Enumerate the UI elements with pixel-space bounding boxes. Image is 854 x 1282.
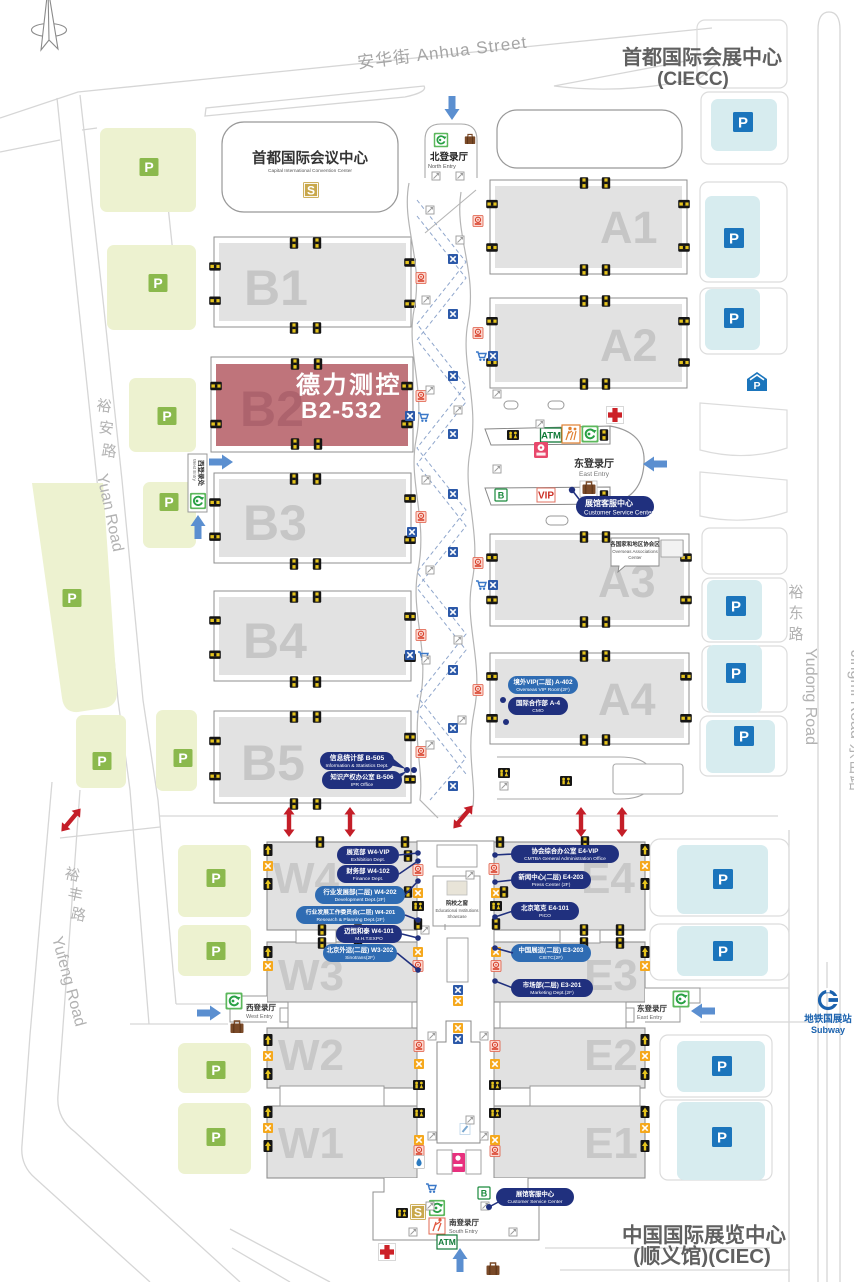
svg-text:CMO: CMO: [532, 708, 544, 714]
svg-text:丰: 丰: [66, 885, 84, 905]
svg-text:Overseas VIP Room(2F): Overseas VIP Room(2F): [516, 687, 570, 693]
svg-text:B2: B2: [240, 381, 304, 437]
svg-text:Overseas Associations: Overseas Associations: [612, 549, 658, 554]
svg-text:Customer Service Center: Customer Service Center: [508, 1199, 563, 1205]
svg-text:Finance Dept.: Finance Dept.: [353, 876, 383, 882]
svg-text:知识产权办公室 B-506: 知识产权办公室 B-506: [330, 772, 394, 781]
svg-text:East Entry: East Entry: [637, 1015, 663, 1021]
svg-text:行业发展工作委员会(二层) W4-201: 行业发展工作委员会(二层) W4-201: [305, 908, 396, 916]
svg-text:Exhibition Dept.: Exhibition Dept.: [351, 857, 385, 863]
svg-text:Sinotrans(2F): Sinotrans(2F): [345, 955, 375, 961]
svg-text:West Entry: West Entry: [246, 1014, 273, 1020]
svg-text:Research & Planning Dept.(2F): Research & Planning Dept.(2F): [317, 917, 385, 923]
svg-text:CIETC(2F): CIETC(2F): [539, 955, 563, 961]
svg-text:北京笔克 E4-101: 北京笔克 E4-101: [521, 903, 569, 912]
svg-text:Marketing Dept.(2F): Marketing Dept.(2F): [530, 990, 574, 996]
svg-text:展馆客服中心: 展馆客服中心: [584, 498, 633, 508]
svg-text:裕: 裕: [63, 865, 81, 885]
svg-text:W2: W2: [278, 1031, 344, 1080]
svg-text:M.H.T.EXPO: M.H.T.EXPO: [355, 936, 383, 942]
svg-text:展览部 W4-VIP: 展览部 W4-VIP: [347, 847, 391, 856]
svg-text:首都国际会议中心: 首都国际会议中心: [252, 149, 368, 167]
svg-text:地铁国展站: 地铁国展站: [804, 1013, 852, 1025]
svg-text:E1: E1: [584, 1119, 638, 1168]
svg-text:各国家和地区协会区: 各国家和地区协会区: [609, 540, 660, 548]
svg-text:首都国际会展中心: 首都国际会展中心: [622, 45, 782, 69]
svg-text:Educational Institutions: Educational Institutions: [435, 908, 478, 913]
svg-text:西登录处: 西登录处: [197, 460, 206, 487]
svg-text:东登录厅: 东登录厅: [574, 457, 614, 470]
svg-text:Press Center (2F): Press Center (2F): [532, 882, 571, 888]
svg-text:East Entry: East Entry: [579, 471, 610, 478]
svg-text:北京外运(二层) W3-202: 北京外运(二层) W3-202: [327, 945, 394, 954]
svg-text:裕: 裕: [95, 397, 112, 416]
svg-text:Information & Statistics Dept.: Information & Statistics Dept.: [325, 763, 388, 769]
svg-text:南登录厅: 南登录厅: [449, 1217, 479, 1227]
svg-text:(CIECC): (CIECC): [657, 69, 729, 90]
svg-text:信息统计部 B-505: 信息统计部 B-505: [330, 753, 385, 762]
svg-text:Yudong Road: Yudong Road: [802, 648, 819, 745]
svg-text:B2-532: B2-532: [301, 397, 382, 423]
svg-text:Jingmi Road 京密路: Jingmi Road 京密路: [847, 650, 854, 791]
svg-text:中国国际展览中心: 中国国际展览中心: [622, 1223, 786, 1247]
svg-text:新闻中心(二层) E4-203: 新闻中心(二层) E4-203: [519, 872, 584, 881]
svg-text:行业发展部(二层) W4-202: 行业发展部(二层) W4-202: [322, 887, 397, 896]
svg-text:东登录厅: 东登录厅: [637, 1003, 667, 1013]
svg-text:境外VIP(二层) A-402: 境外VIP(二层) A-402: [513, 677, 573, 686]
svg-text:Subway: Subway: [811, 1025, 845, 1035]
svg-text:A4: A4: [598, 674, 656, 725]
svg-text:E3: E3: [584, 951, 638, 1000]
svg-text:B1: B1: [244, 260, 308, 316]
svg-text:IPR Office: IPR Office: [351, 782, 373, 788]
svg-text:中国展运(二层) E3-203: 中国展运(二层) E3-203: [519, 945, 584, 954]
svg-text:协会综合办公室 E4-VIP: 协会综合办公室 E4-VIP: [532, 846, 599, 855]
svg-text:A1: A1: [600, 202, 658, 253]
svg-text:W1: W1: [278, 1119, 344, 1168]
svg-text:展馆客服中心: 展馆客服中心: [516, 1189, 555, 1198]
svg-text:B3: B3: [243, 495, 307, 551]
svg-text:B4: B4: [243, 613, 307, 669]
svg-text:Development Dept.(2F): Development Dept.(2F): [335, 897, 386, 903]
svg-text:路: 路: [100, 442, 117, 461]
svg-text:Customer Service Center: Customer Service Center: [584, 510, 653, 517]
svg-text:E2: E2: [584, 1031, 638, 1080]
svg-text:路: 路: [69, 905, 87, 925]
svg-text:迈恒和泰 W4-101: 迈恒和泰 W4-101: [344, 926, 394, 935]
svg-text:裕东路: 裕东路: [787, 584, 804, 647]
svg-text:Center: Center: [628, 555, 642, 560]
svg-text:ATM: ATM: [438, 1237, 456, 1247]
svg-text:西登录厅: 西登录厅: [246, 1002, 276, 1012]
svg-text:德力测控: 德力测控: [296, 371, 402, 399]
svg-text:Showcase: Showcase: [447, 914, 467, 919]
svg-text:(顺义馆)(CIEC): (顺义馆)(CIEC): [633, 1244, 771, 1268]
svg-text:Capital International Conventi: Capital International Convention Center: [268, 168, 352, 174]
svg-text:South Entry: South Entry: [449, 1229, 478, 1235]
svg-text:财务部 W4-102: 财务部 W4-102: [345, 866, 390, 875]
svg-text:国际合作部 A-4: 国际合作部 A-4: [516, 698, 560, 707]
svg-text:院校之窗: 院校之窗: [446, 899, 469, 907]
svg-text:北登录厅: 北登录厅: [430, 151, 469, 163]
svg-text:B5: B5: [241, 735, 305, 791]
svg-text:PICO: PICO: [539, 913, 551, 919]
svg-text:CMTBA General Administration O: CMTBA General Administration Office: [524, 856, 606, 862]
svg-text:A2: A2: [600, 320, 658, 371]
svg-text:West Entry: West Entry: [192, 459, 197, 482]
svg-text:North Entry: North Entry: [428, 164, 456, 170]
svg-text:市场部(二层) E3-201: 市场部(二层) E3-201: [523, 980, 582, 989]
svg-text:安: 安: [97, 419, 114, 438]
